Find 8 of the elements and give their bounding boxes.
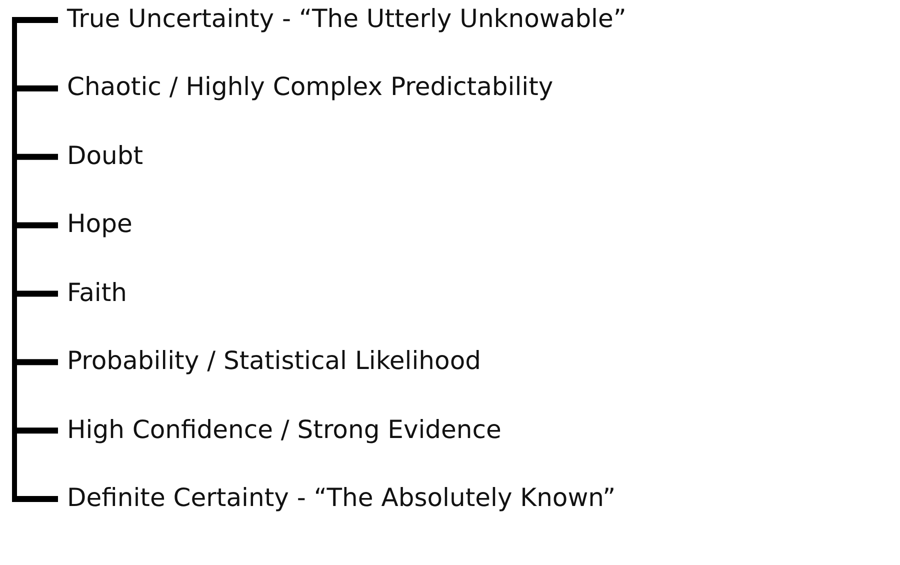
scale-level-label: Probability / Statistical Likelihood — [67, 345, 481, 378]
scale-level-label: Definite Certainty - “The Absolutely Known” — [67, 482, 616, 514]
scale-level-label: Hope — [67, 208, 132, 240]
scale-level-label: Faith — [67, 276, 127, 309]
scale-level-label: Chaotic / Highly Complex Predictability — [67, 71, 554, 104]
scale-level-label: High Confidence / Strong Evidence — [67, 414, 502, 446]
scale-level-label: Doubt — [67, 140, 144, 172]
scale-level-label: True Uncertainty - “The Utterly Unknowable” — [67, 3, 626, 35]
